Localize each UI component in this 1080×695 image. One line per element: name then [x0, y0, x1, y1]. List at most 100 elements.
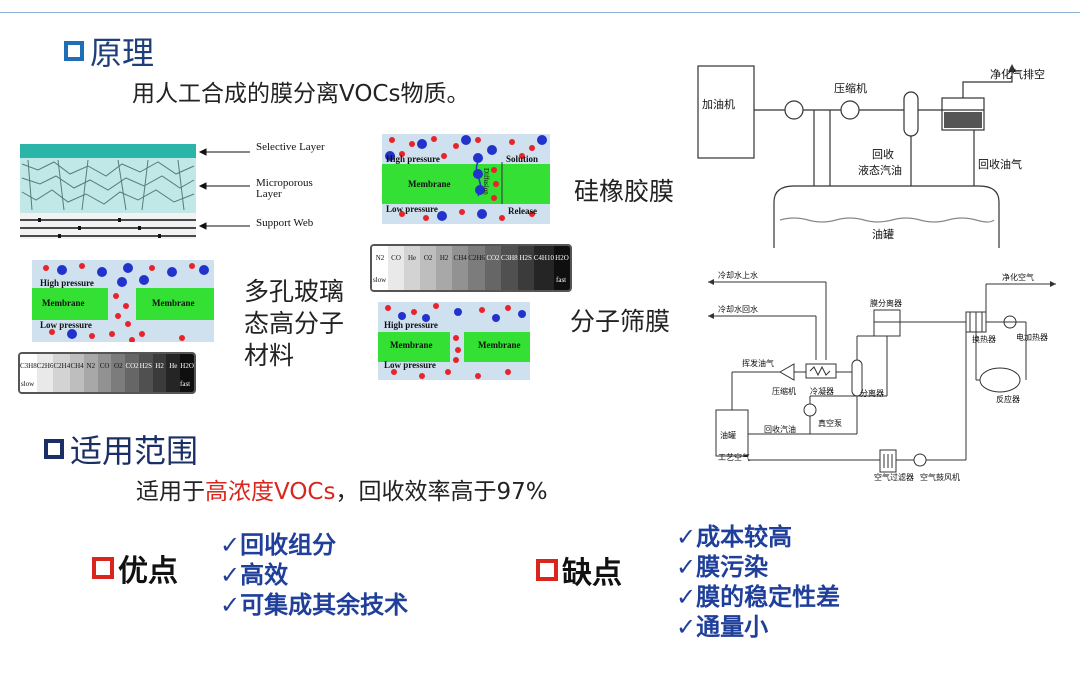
scale-cell: C2H4 [53, 354, 71, 392]
scale-cell: H2 [436, 246, 453, 290]
sieve-membrane-left: Membrane [390, 340, 433, 350]
fuel-dispenser-label: 加油机 [702, 98, 735, 111]
porous-high-pressure: High pressure [40, 278, 94, 288]
list-item: ✓膜污染 [676, 553, 769, 581]
top-divider [0, 12, 1080, 13]
scope-prefix: 适用于 [136, 479, 205, 505]
porous-name-line-2: 态高分子 [244, 309, 345, 338]
porous-scale-fast: fast [180, 380, 191, 388]
silicone-scale-fast: fast [556, 276, 567, 284]
scale-cell: N2 [372, 246, 389, 290]
silicone-membrane-svg [382, 135, 550, 221]
disadvantages-list: ✓成本较高 ✓膜污染 ✓膜的稳定性差 ✓通量小 [676, 522, 840, 642]
recovered-gas-label: 回收油气 [978, 158, 1022, 171]
scope-highlight: 高浓度VOCs [205, 479, 336, 505]
scale-cell: CO [388, 246, 405, 290]
process-diagram-top: 加油机 压缩机 净化气排空 回收 液态汽油 回收油气 油罐 [694, 52, 1064, 248]
membrane-module-label: 膜分离器 [870, 299, 902, 308]
molecular-sieve-figure: High pressure Membrane Membrane Low pres… [378, 302, 530, 380]
list-item: ✓回收组分 [220, 531, 337, 559]
scale-cell: C2H6 [36, 354, 54, 392]
recover-label: 回收 [872, 148, 894, 161]
silicone-release: Release [508, 206, 537, 216]
return-oil-label: 回收汽油 [764, 425, 796, 434]
volatile-gas-label: 挥发油气 [742, 359, 774, 368]
scale-cell: H2 [152, 354, 167, 392]
scale-cell: O2 [111, 354, 126, 392]
silicone-low-pressure: Low pressure [386, 204, 438, 214]
process-diagram-top-svg [697, 64, 1016, 248]
silicone-scale-slow: slow [373, 276, 387, 284]
silicone-membrane-name: 硅橡胶膜 [574, 177, 675, 206]
advantages-heading: 优点 [92, 546, 178, 590]
scale-cell: He [404, 246, 421, 290]
porous-membrane-left: Membrane [42, 298, 85, 308]
compressor-bottom-label: 压缩机 [772, 387, 796, 396]
advantages-title: 优点 [118, 554, 178, 589]
scale-cell: C3H8 [500, 246, 518, 290]
square-bullet-icon [64, 41, 84, 61]
scope-title: 适用范围 [70, 432, 199, 470]
tank-top-label: 油罐 [872, 228, 894, 241]
support-web-label: Support Web [256, 217, 314, 229]
clean-air-label: 净化空气 [1002, 273, 1034, 282]
porous-name-line-1: 多孔玻璃 [244, 277, 345, 306]
porous-name-line-3: 材料 [244, 341, 295, 370]
cool-water-in-label: 冷却水上水 [718, 271, 758, 280]
cool-water-out-label: 冷却水回水 [718, 305, 758, 314]
vacuum-pump-label: 真空泵 [818, 419, 842, 428]
porous-scale-slow: slow [21, 380, 35, 388]
scale-cell: He [166, 354, 181, 392]
scope-suffix: ，回收效率高于97% [335, 479, 548, 505]
condenser-label: 冷凝器 [810, 387, 834, 396]
scale-cell: CO2 [125, 354, 139, 392]
scale-cell: C2H6 [468, 246, 485, 290]
molecular-sieve-name: 分子筛膜 [570, 307, 671, 336]
air-in-label: 工艺空气 [718, 453, 750, 462]
principle-description: 用人工合成的膜分离VOCs物质。 [132, 81, 470, 107]
sieve-membrane-right: Membrane [478, 340, 521, 350]
heat-exchanger-label: 换热器 [972, 335, 996, 344]
silicone-solution: Solution [506, 154, 539, 164]
blower-label: 空气鼓风机 [920, 473, 960, 482]
selective-layer-label: Selective Layer [256, 141, 325, 153]
scale-cell: O2 [420, 246, 437, 290]
sieve-high-pressure: High pressure [384, 320, 438, 330]
air-filter-label: 空气过滤器 [874, 473, 914, 482]
sieve-low-pressure: Low pressure [384, 360, 436, 370]
scale-cell: CH4 [452, 246, 469, 290]
silicone-diffusion: Diffusion [482, 168, 490, 195]
membrane-structure-svg [20, 144, 250, 239]
separator-label: 分离器 [860, 389, 884, 398]
list-item: ✓可集成其余技术 [220, 591, 409, 619]
microporous-layer-label: Microporous Layer [256, 177, 313, 200]
process-diagram-bottom: 冷却水上水 冷却水回水 膜分离器 净化空气 挥发油气 压缩机 冷凝器 分离器 换… [706, 264, 1072, 486]
list-item: ✓高效 [220, 561, 289, 589]
porous-glass-figure: High pressure Membrane Membrane Low pres… [32, 260, 214, 343]
tank-bottom-label: 油罐 [720, 431, 736, 440]
scope-description: 适用于高浓度VOCs，回收效率高于97% [136, 472, 548, 506]
list-item: ✓成本较高 [676, 523, 793, 551]
porous-glass-svg [32, 263, 214, 343]
silicone-membrane-figure: High pressure Solution Membrane Diffusio… [382, 134, 550, 224]
list-item: ✓膜的稳定性差 [676, 583, 841, 611]
scale-cell: H2S [517, 246, 534, 290]
liquid-oil-label: 液态汽油 [858, 164, 902, 177]
scale-cell: C4H10 [533, 246, 554, 290]
porous-low-pressure: Low pressure [40, 320, 92, 330]
scale-cell: H2O [553, 246, 570, 290]
principle-title: 原理 [90, 34, 155, 72]
disadvantages-title: 缺点 [562, 556, 622, 591]
process-diagram-bottom-svg [708, 279, 1056, 473]
membrane-structure-figure: Selective Layer Microporous Layer Suppor… [18, 140, 325, 245]
principle-heading: 原理 [64, 28, 154, 74]
advantages-list: ✓回收组分 ✓高效 ✓可集成其余技术 [220, 530, 408, 620]
square-bullet-icon [92, 557, 114, 579]
scale-cell: C3H8 [20, 354, 37, 392]
square-bullet-icon [536, 559, 558, 581]
scale-cell: CO2 [484, 246, 501, 290]
compressor-top-label: 压缩机 [834, 82, 867, 95]
scale-cell: H2S [138, 354, 153, 392]
